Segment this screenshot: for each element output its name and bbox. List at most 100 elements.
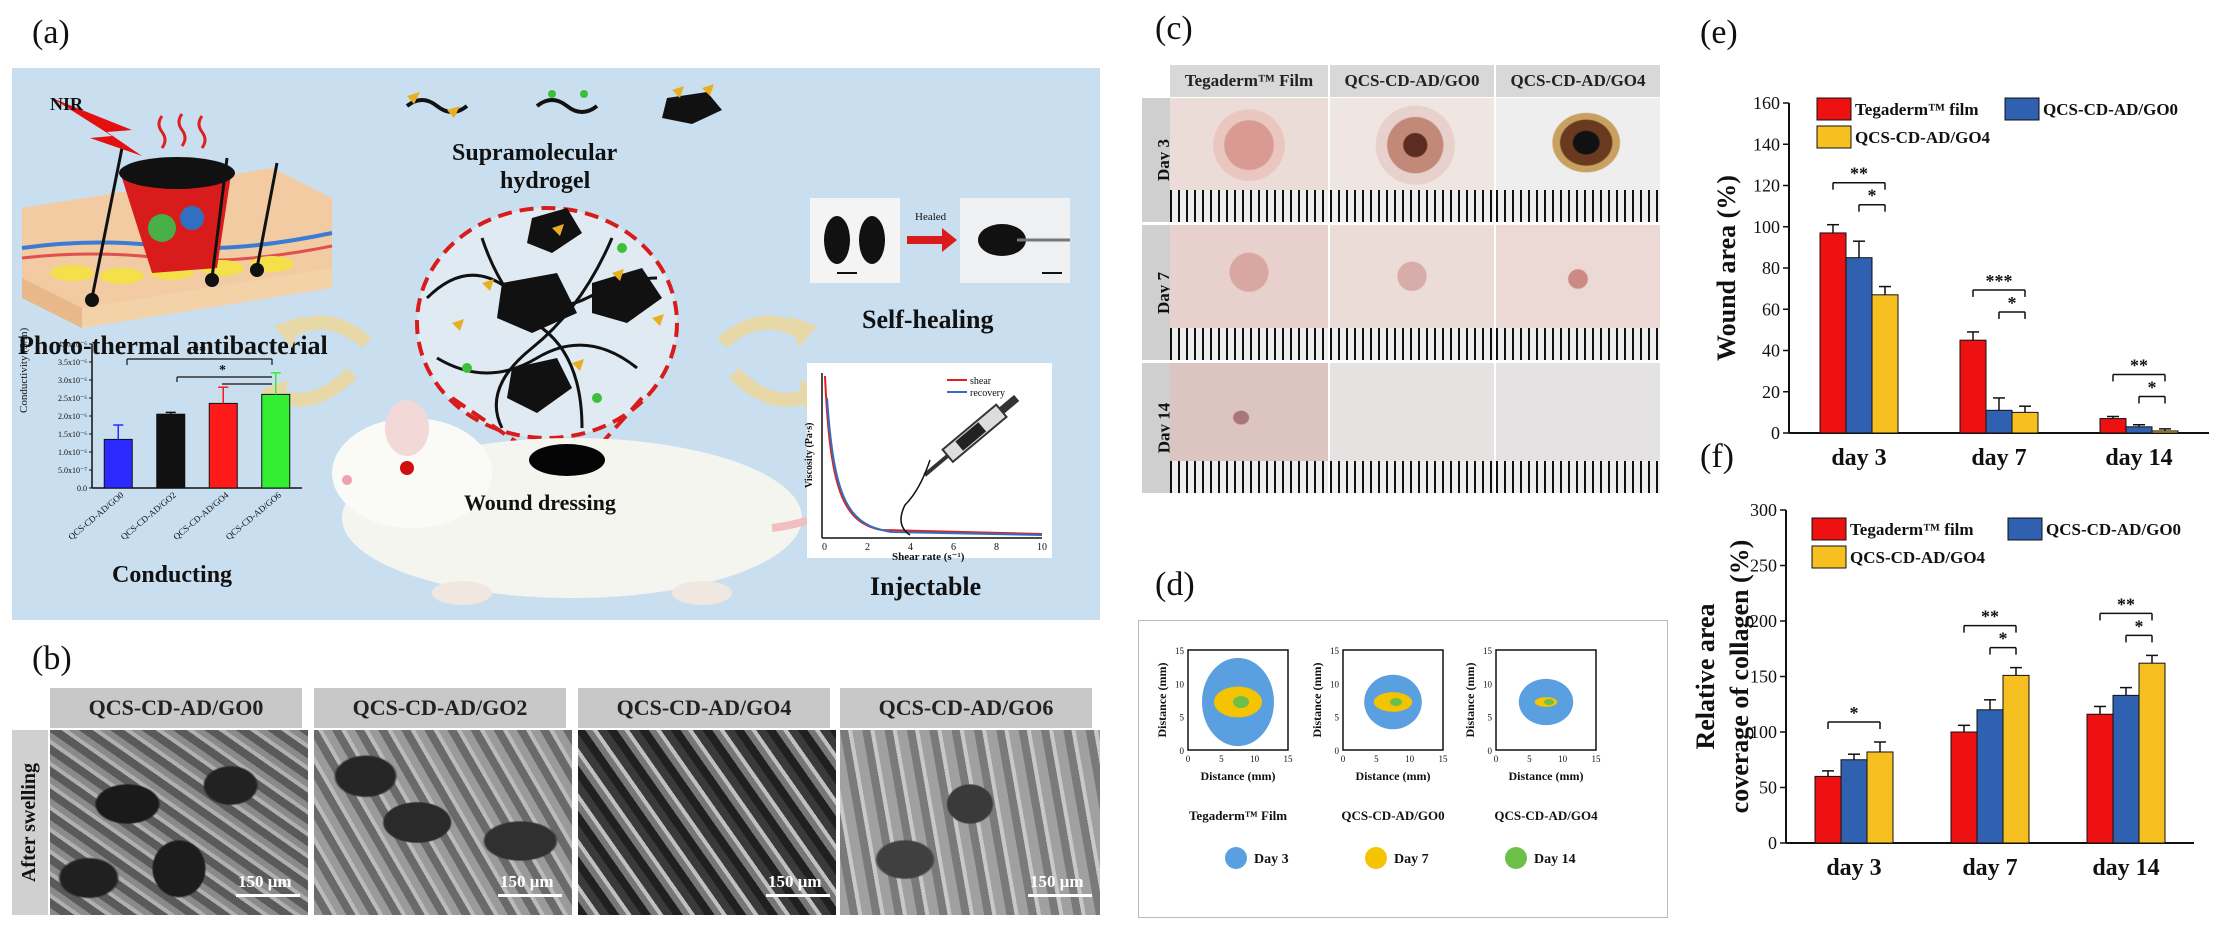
visc-x-tick: 0 [822, 542, 827, 553]
cond-y-tick-label: 2.5x10⁻⁶ [58, 394, 87, 403]
sig-marker: * [1999, 629, 2008, 649]
hydrogel-label: hydrogel [500, 168, 591, 194]
d-x-tick: 15 [1284, 754, 1294, 764]
x-category-label: day 14 [2105, 445, 2172, 471]
d-legend-label: Day 14 [1534, 852, 1576, 867]
d-x-tick: 10 [1405, 754, 1415, 764]
legend-label: Tegaderm™ film [1850, 520, 1974, 539]
d-xlabel: Distance (mm) [1356, 769, 1431, 783]
sig-marker: *** [1986, 271, 2013, 291]
legend-label: Tegaderm™ film [1855, 100, 1979, 119]
d-legend-swatch [1225, 847, 1247, 869]
legend-swatch [1816, 125, 1852, 149]
cond-y-tick-label: 5.0x10⁻⁷ [58, 466, 87, 475]
wound-photo-go4-day3 [1496, 98, 1660, 222]
d-area-day14 [1390, 698, 1402, 706]
visc-xlabel: Shear rate (s⁻¹) [892, 551, 965, 563]
d-x-tick: 0 [1341, 754, 1346, 764]
d-ylabel: Distance (mm) [1463, 663, 1477, 738]
cond-y-tick-label: 2.0x10⁻⁶ [58, 412, 87, 421]
panel-a-schematic: NIR Photo-thermal antibacterial Supramol… [12, 68, 1100, 620]
bar [1976, 709, 2004, 844]
cond-y-tick-label: 3.5x10⁻⁶ [58, 358, 87, 367]
wound-photo-tegaderm-day14 [1170, 363, 1328, 493]
y-axis-label: coverage of collagen (%) [1725, 540, 1754, 814]
sem-header-go6: QCS-CD-AD/GO6 [840, 688, 1092, 728]
d-x-tick: 15 [1439, 754, 1449, 764]
visc-legend-recovery: recovery [970, 388, 1005, 399]
y-axis-label: Relative area [1691, 603, 1720, 749]
cond-y-tick-label: 4.0x10⁻⁶ [58, 340, 87, 349]
sig-marker: * [1868, 186, 1877, 206]
cond-y-tick-label: 0.0 [77, 484, 87, 493]
bar [1814, 775, 1842, 844]
sem-side-label: After swelling [18, 762, 41, 883]
d-y-tick: 5 [1488, 713, 1493, 723]
x-category-label: day 7 [1971, 445, 2026, 471]
d-x-tick: 5 [1219, 754, 1224, 764]
wound-photo-go4-day7 [1496, 225, 1660, 360]
bar [1845, 257, 1873, 434]
c-header-tegaderm: Tegaderm™ Film [1170, 65, 1328, 97]
legend-swatch [1816, 97, 1852, 121]
d-x-tick: 10 [1558, 754, 1568, 764]
cond-y-ticks: 4.0x10⁻⁶3.5x10⁻⁶3.0x10⁻⁶2.5x10⁻⁶2.0x10⁻⁶… [58, 340, 92, 493]
sig-marker: * [1850, 703, 1859, 723]
legend-swatch [1811, 517, 1847, 541]
cond-bars [103, 372, 291, 489]
bar [1840, 759, 1868, 844]
x-category-label: day 3 [1826, 855, 1881, 881]
bar [1959, 339, 1987, 434]
y-tick-label: 0 [1768, 833, 1777, 853]
bar [2138, 662, 2166, 844]
legend-swatch [2004, 97, 2040, 121]
y-axis-label: Wound area (%) [1712, 175, 1741, 361]
sem-image-go0 [50, 730, 308, 915]
x-category-label: day 3 [1831, 445, 1886, 471]
bar [2151, 430, 2179, 434]
d-y-tick: 15 [1175, 646, 1185, 656]
visc-x-tick: 8 [994, 542, 999, 553]
d-legend-swatch [1365, 847, 1387, 869]
viscosity-plot [807, 363, 1052, 558]
bar [1866, 751, 1894, 844]
sig-marker: * [2008, 293, 2017, 313]
scale-label-go2: 150 μm [500, 872, 554, 891]
legend-swatch [2007, 517, 2043, 541]
d-y-tick: 5 [1180, 713, 1185, 723]
d-area-day14 [1233, 696, 1249, 708]
photothermal-title: Photo-thermal antibacterial [18, 331, 328, 360]
bar [2086, 713, 2114, 844]
wound-photo-go0-day14 [1330, 363, 1494, 493]
sem-image-go2 [314, 730, 572, 915]
x-category-label: day 14 [2092, 855, 2159, 881]
wound-photo-tegaderm-day7 [1170, 225, 1328, 360]
d-y-tick: 0 [1488, 746, 1493, 756]
legend-label: QCS-CD-AD/GO4 [1855, 128, 1991, 147]
panel-label-d: (d) [1155, 566, 1195, 603]
d-x-tick: 15 [1592, 754, 1602, 764]
y-tick-label: 200 [1750, 611, 1777, 631]
sig-marker: ** [1850, 164, 1868, 184]
d-xlabel: Distance (mm) [1201, 769, 1276, 783]
scale-label-go6: 150 μm [1030, 872, 1084, 891]
cond-bar [208, 402, 238, 489]
y-tick-label: 100 [1753, 217, 1780, 237]
sem-image-go4 [578, 730, 836, 915]
sig-marker: ** [2130, 356, 2148, 376]
c-header-go0: QCS-CD-AD/GO0 [1330, 65, 1494, 97]
cond-sig-1: ** [192, 344, 206, 359]
supramolecular-label: Supramolecular [452, 140, 618, 166]
y-tick-label: 80 [1762, 258, 1780, 278]
legend-label: QCS-CD-AD/GO4 [1850, 548, 1986, 567]
cond-bar [103, 438, 133, 489]
molecule-icons [405, 84, 722, 124]
d-y-tick: 0 [1180, 746, 1185, 756]
self-healing-title: Self-healing [862, 305, 993, 334]
d-x-tick: 0 [1186, 754, 1191, 764]
wound-photo-go4-day14 [1496, 363, 1660, 493]
